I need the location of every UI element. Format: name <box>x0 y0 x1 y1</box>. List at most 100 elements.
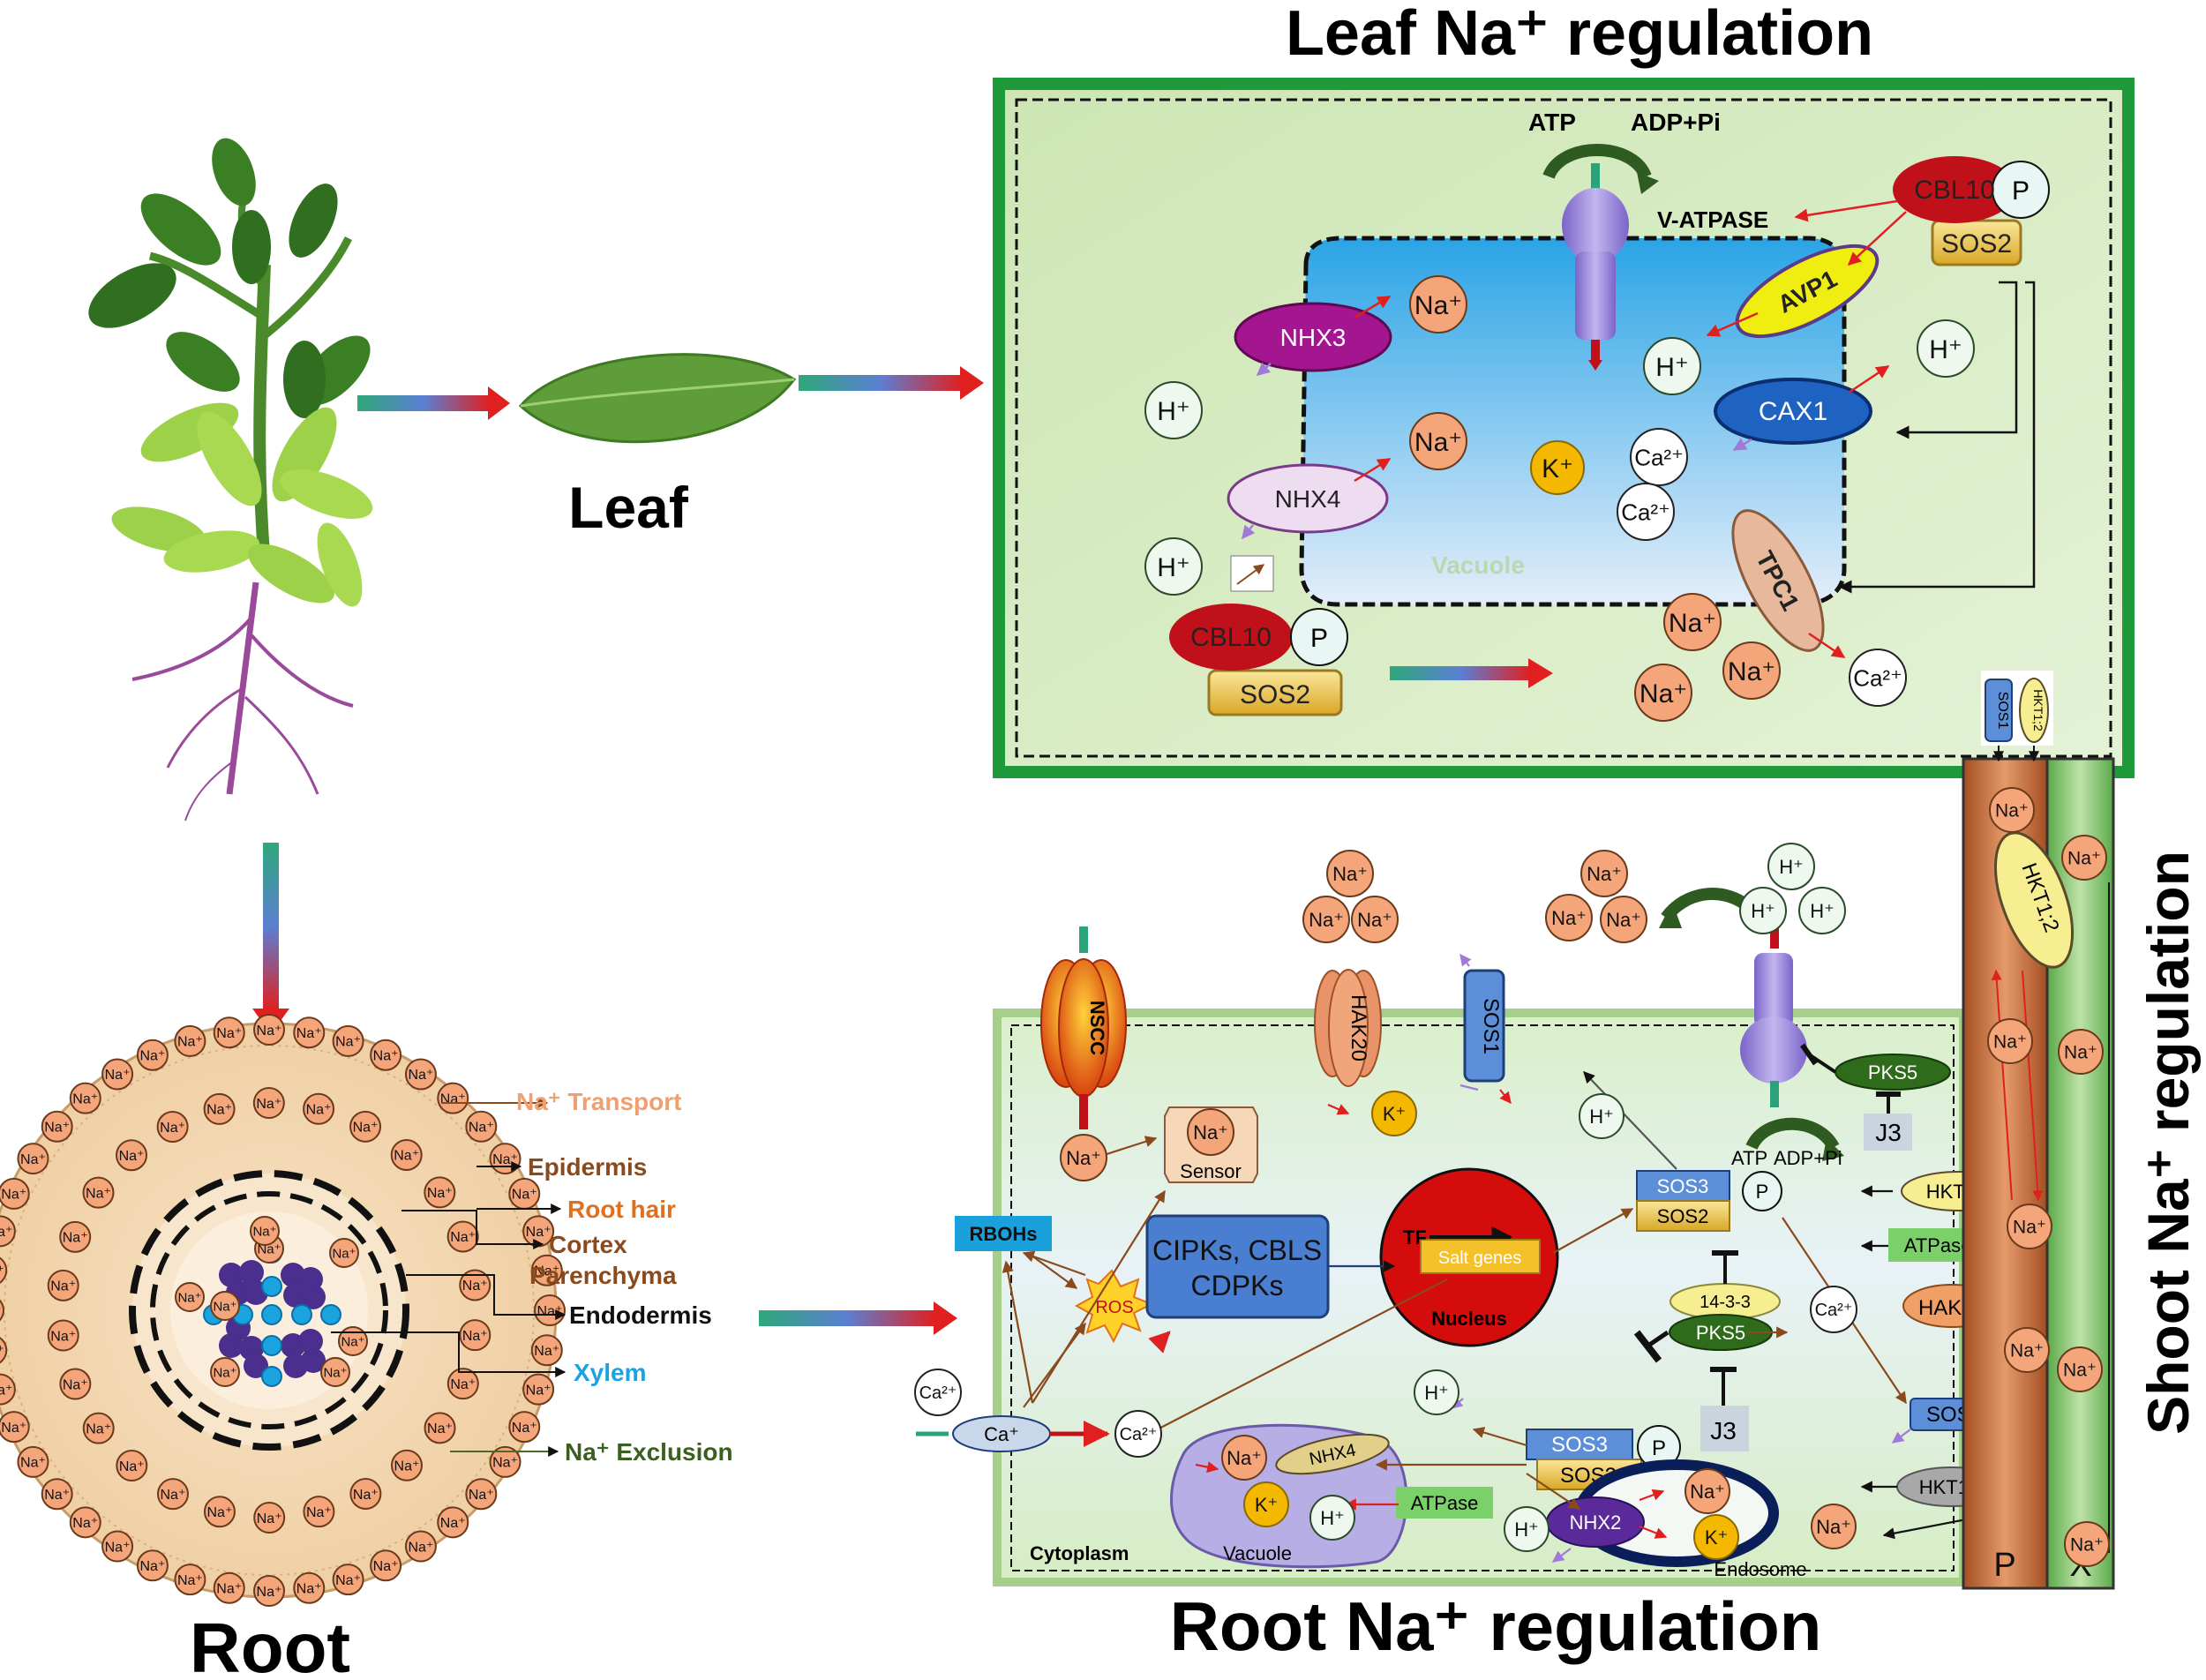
sos3-lower-label: SOS3 <box>1551 1433 1608 1457</box>
na-ion-label: Na⁺ <box>469 1121 494 1136</box>
root-ring-na-ion: Na⁺ <box>0 1215 16 1248</box>
na-ion-label: Na⁺ <box>139 1559 165 1574</box>
root-ring-na-ion: Na⁺ <box>465 1478 498 1511</box>
na-ion-label: Na⁺ <box>50 1279 76 1294</box>
label-na-transport: Na⁺ Transport <box>516 1088 681 1115</box>
h-ion-label: H⁺ <box>1157 553 1190 582</box>
na-ion-label: Na⁺ <box>161 1488 186 1503</box>
root-na-cluster-ion: Na⁺ <box>1351 896 1399 943</box>
na-ion-label: Na⁺ <box>373 1559 399 1574</box>
root-ring-na-ion: Na⁺ <box>101 1530 134 1563</box>
root-ring-inner-na-ion: Na⁺ <box>424 1176 456 1209</box>
root-ring-na-ion: Na⁺ <box>370 1039 402 1071</box>
k-ion-label: K⁺ <box>1542 454 1573 484</box>
root-ring-na-ion: Na⁺ <box>0 1177 30 1210</box>
flow-arrows <box>252 366 984 1335</box>
shoot-na-ion: Na⁺ <box>2007 1204 2052 1249</box>
root-ring-na-ion: Na⁺ <box>0 1411 30 1444</box>
shoot-na-ion: Na⁺ <box>2064 1521 2110 1567</box>
root-ring-inner-na-ion: Na⁺ <box>303 1496 335 1528</box>
label-parenchyma: Parenchyma <box>529 1262 677 1289</box>
shoot-hkt12-small-label: HKT1;2 <box>2031 689 2045 731</box>
na-ion-label: Na⁺ <box>323 1365 347 1380</box>
na-ion-label: Na⁺ <box>0 1225 12 1240</box>
na-ion-label: Na⁺ <box>1193 1121 1228 1144</box>
shoot-na-ion: Na⁺ <box>1987 1018 2033 1064</box>
h-ion-label: H⁺ <box>1810 900 1835 922</box>
na-ion-label: Na⁺ <box>206 1103 232 1118</box>
na-ion-label: Na⁺ <box>306 1103 332 1118</box>
leaf-gradient-arrow <box>1390 658 1553 688</box>
root-stele-na-ion: Na⁺ <box>329 1238 359 1268</box>
v-atpase-pump <box>1542 144 1659 371</box>
na-ion-label: Na⁺ <box>332 1246 356 1261</box>
root-ring-na-ion: Na⁺ <box>522 1373 555 1406</box>
ca-plus-label: Ca⁺ <box>984 1423 1019 1445</box>
leaf-h-ion: H⁺ <box>1643 337 1701 395</box>
root-ring-na-ion: Na⁺ <box>465 1110 498 1143</box>
na-ion-label: Na⁺ <box>119 1459 145 1474</box>
na-ion-label: Na⁺ <box>20 1152 46 1167</box>
leaf-atp-label: ATP <box>1528 109 1576 136</box>
root-ring-na-ion: Na⁺ <box>17 1143 49 1175</box>
na-ion-label: Na⁺ <box>44 1488 70 1503</box>
leaf-cax1-label: CAX1 <box>1759 397 1827 426</box>
root-cytoplasm-label: Cytoplasm <box>1030 1542 1129 1564</box>
root-ring-na-ion: Na⁺ <box>213 1016 245 1049</box>
na-ion-label: Na⁺ <box>450 1230 476 1245</box>
root-na-cluster-ion: Na⁺ <box>1600 896 1647 943</box>
na-ion-label: Na⁺ <box>537 1304 563 1319</box>
na-ion-label: Na⁺ <box>1414 291 1462 320</box>
ca-channel <box>916 1415 1110 1452</box>
cipks-box <box>1145 1214 1330 1319</box>
root-ring-inner-na-ion: Na⁺ <box>303 1092 335 1125</box>
root-vacuole-na-ion: Na⁺ <box>1221 1435 1267 1481</box>
na-ion-label: Na⁺ <box>335 1573 361 1588</box>
na-ion-label: Na⁺ <box>1639 679 1687 709</box>
na-ion-label: Na⁺ <box>216 1026 242 1041</box>
leaf-p-bottom-label: P <box>1310 624 1328 653</box>
na-ion-label: Na⁺ <box>427 1186 453 1201</box>
root-na-ion: Na⁺ <box>1811 1504 1857 1549</box>
leaf-v-atpase-label: V-ATPASE <box>1657 206 1768 233</box>
root-ring-na-ion: Na⁺ <box>101 1058 134 1091</box>
leaf-ca-ion: Ca²⁺ <box>1849 649 1907 707</box>
root-stele-na-ion: Na⁺ <box>250 1216 280 1246</box>
na-ion-label: Na⁺ <box>216 1582 242 1597</box>
na-ion-label: Na⁺ <box>257 1511 282 1526</box>
root-ring-na-ion: Na⁺ <box>522 1215 555 1248</box>
na-ion-label: Na⁺ <box>1414 428 1462 457</box>
root-ring-inner-na-ion: Na⁺ <box>47 1319 79 1352</box>
na-ion-label: Na⁺ <box>0 1304 1 1319</box>
na-ion-label: Na⁺ <box>450 1377 476 1392</box>
na-ion-label: Na⁺ <box>105 1068 131 1083</box>
j3-top-label: J3 <box>1875 1119 1902 1146</box>
na-ion-label: Na⁺ <box>119 1149 145 1164</box>
hak20-label: HAK20 <box>1347 994 1370 1061</box>
root-stele-na-ion: Na⁺ <box>320 1357 350 1387</box>
root-ring-inner-na-ion: Na⁺ <box>459 1319 491 1352</box>
root-ring-inner-na-ion: Na⁺ <box>47 1269 79 1301</box>
rbohs-box <box>955 1216 1052 1251</box>
root-atp-label: ATP <box>1731 1147 1767 1169</box>
na-ion-label: Na⁺ <box>1587 863 1622 885</box>
root-na-cluster-ion: Na⁺ <box>1326 850 1374 897</box>
label-endodermis: Endodermis <box>569 1301 712 1329</box>
root-atpase-vacuole-label: ATPase <box>1411 1492 1479 1514</box>
na-ion-label: Na⁺ <box>1 1421 26 1436</box>
root-ring-inner-na-ion: Na⁺ <box>59 1220 92 1253</box>
na-ion-label: Na⁺ <box>206 1505 232 1520</box>
na-ion-label: Na⁺ <box>0 1344 4 1359</box>
na-ion-label: Na⁺ <box>44 1121 70 1136</box>
leaf-h-ion: H⁺ <box>1917 319 1975 378</box>
sos1-top-transporter <box>1463 969 1505 1083</box>
salt-genes-label: Salt genes <box>1438 1249 1522 1268</box>
tf-label: TF <box>1403 1226 1427 1249</box>
root-ring-na-ion: Na⁺ <box>253 1575 285 1607</box>
cipks-label-line2: CDPKs <box>1191 1270 1284 1301</box>
root-ring-na-ion: Na⁺ <box>530 1334 563 1367</box>
root-sensor-na-ion: Na⁺ <box>1187 1108 1234 1156</box>
root-ring-na-ion: Na⁺ <box>174 1024 206 1057</box>
label-epidermis: Epidermis <box>528 1153 647 1181</box>
root-atpase-membrane-label: ATPase <box>1904 1234 1972 1256</box>
